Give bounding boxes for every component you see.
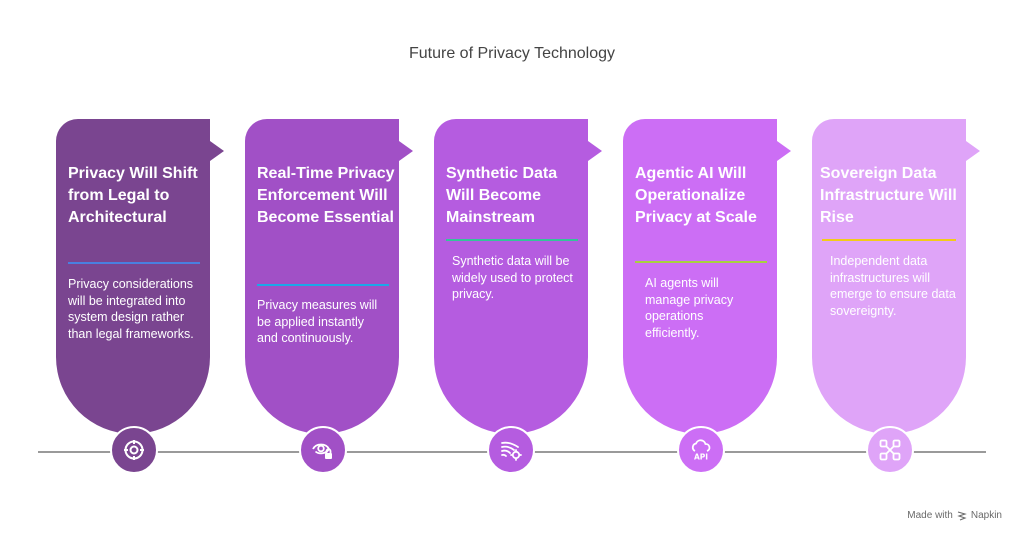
data-flow-gear-icon (501, 441, 522, 461)
card-divider (446, 239, 578, 241)
eye-lock-icon (312, 443, 332, 459)
card-description: Privacy measures will be applied instant… (257, 298, 378, 345)
card-heading: Real-Time Privacy Enforcement Will Becom… (257, 165, 395, 226)
stage-marker-4: API (677, 426, 725, 474)
card-description: AI agents will manage privacy operations… (645, 276, 734, 340)
card-heading: Privacy Will Shift from Legal to Archite… (68, 165, 198, 226)
napkin-brand-label: Napkin (970, 510, 1002, 521)
napkin-logo-icon (957, 510, 967, 521)
stage-card-3: Synthetic Data Will Become Mainstream Sy… (434, 119, 602, 441)
card-divider (822, 239, 956, 241)
stage-marker-3 (487, 426, 535, 474)
card-heading: Synthetic Data Will Become Mainstream (446, 165, 558, 226)
card-heading: Agentic AI Will Operationalize Privacy a… (635, 165, 757, 226)
card-shape (56, 119, 224, 434)
made-with-label: Made with (907, 510, 953, 521)
card-description: Privacy considerations will be integrate… (68, 277, 194, 341)
card-divider (257, 284, 389, 286)
svg-text:API: API (694, 453, 708, 462)
stage-marker-1 (110, 426, 158, 474)
card-heading: Sovereign Data Infrastructure Will Rise (820, 165, 957, 226)
stage-card-5: Sovereign Data Infrastructure Will Rise … (812, 119, 980, 441)
card-shape (623, 119, 791, 434)
cloud-api-icon: API (691, 439, 711, 462)
card-shape (245, 119, 413, 434)
card-description: Independent data infrastructures will em… (830, 254, 956, 318)
stage-card-4: Agentic AI Will Operationalize Privacy a… (623, 119, 791, 441)
stage-marker-2 (299, 426, 347, 474)
network-nodes-icon (879, 439, 901, 461)
card-description: Synthetic data will be widely used to pr… (452, 254, 573, 301)
card-shape (434, 119, 602, 434)
made-with-napkin: Made with Napkin (907, 510, 1002, 521)
card-divider (68, 262, 200, 264)
target-icon (124, 440, 144, 460)
card-shape (812, 119, 980, 434)
stage-marker-5 (866, 426, 914, 474)
diagram-title: Future of Privacy Technology (408, 45, 616, 62)
stage-card-2: Real-Time Privacy Enforcement Will Becom… (245, 119, 413, 441)
stage-card-1: Privacy Will Shift from Legal to Archite… (56, 119, 224, 441)
card-divider (635, 261, 767, 263)
